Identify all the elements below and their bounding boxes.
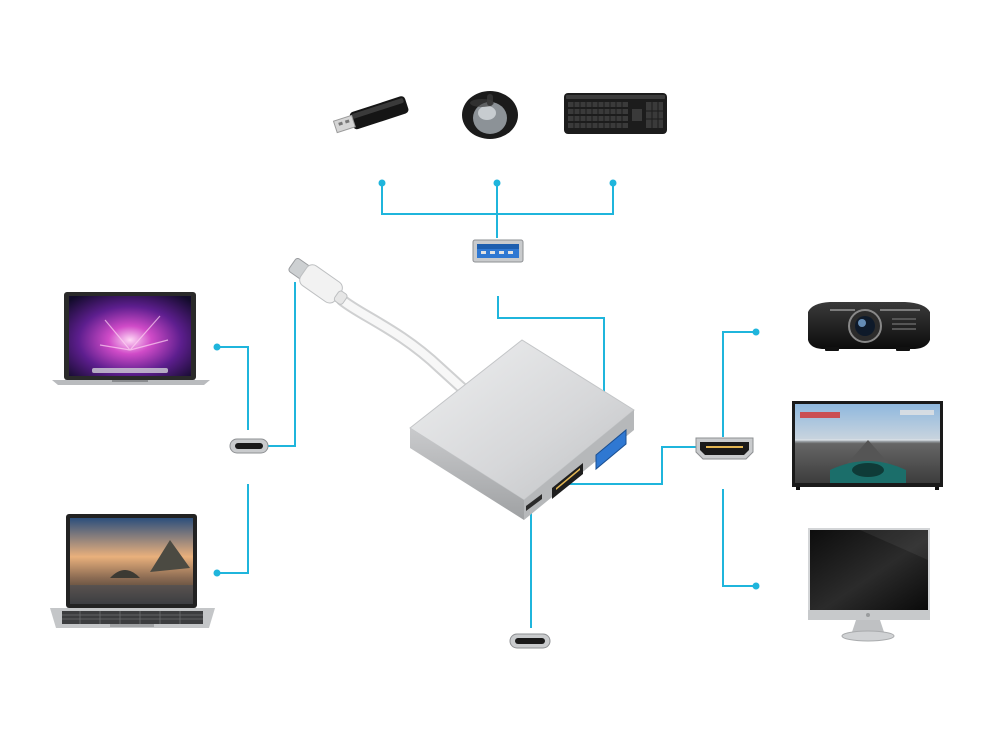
usb-c-port-icon bbox=[229, 438, 269, 454]
line-laptop-top bbox=[217, 346, 249, 430]
dot bbox=[378, 179, 386, 187]
hub-usb-c-port bbox=[526, 494, 542, 511]
dot bbox=[213, 569, 221, 577]
laptop-icon bbox=[52, 292, 210, 385]
hub-usb-a-port bbox=[595, 428, 627, 471]
line-hub-to-hdmi bbox=[566, 446, 697, 485]
mouse-icon bbox=[462, 91, 518, 139]
laptop-icon bbox=[50, 514, 215, 628]
usb-flash-drive-icon bbox=[332, 96, 409, 134]
usb-a-port-icon bbox=[472, 239, 524, 263]
projector-icon bbox=[808, 302, 930, 351]
monitor-icon bbox=[808, 528, 930, 642]
line-usb-a-to-hub bbox=[497, 296, 605, 432]
dot bbox=[493, 179, 501, 187]
adapter-hub-icon bbox=[288, 257, 635, 520]
dot bbox=[609, 179, 617, 187]
hub-hdmi-port bbox=[552, 463, 583, 499]
connector-lines bbox=[217, 183, 756, 628]
dot bbox=[213, 343, 221, 351]
connector-dots bbox=[213, 179, 760, 590]
line-hdmi-to-monitor bbox=[722, 489, 756, 587]
dot bbox=[752, 328, 760, 336]
dot bbox=[752, 582, 760, 590]
keyboard-icon bbox=[564, 93, 667, 134]
line-hdmi-to-projector bbox=[722, 331, 756, 437]
line-usb-c-to-cable bbox=[268, 282, 296, 447]
line-laptop-bottom bbox=[217, 484, 249, 574]
hdmi-port-icon bbox=[695, 437, 754, 460]
usb-c-port-icon bbox=[509, 633, 551, 649]
tv-icon bbox=[792, 401, 943, 490]
